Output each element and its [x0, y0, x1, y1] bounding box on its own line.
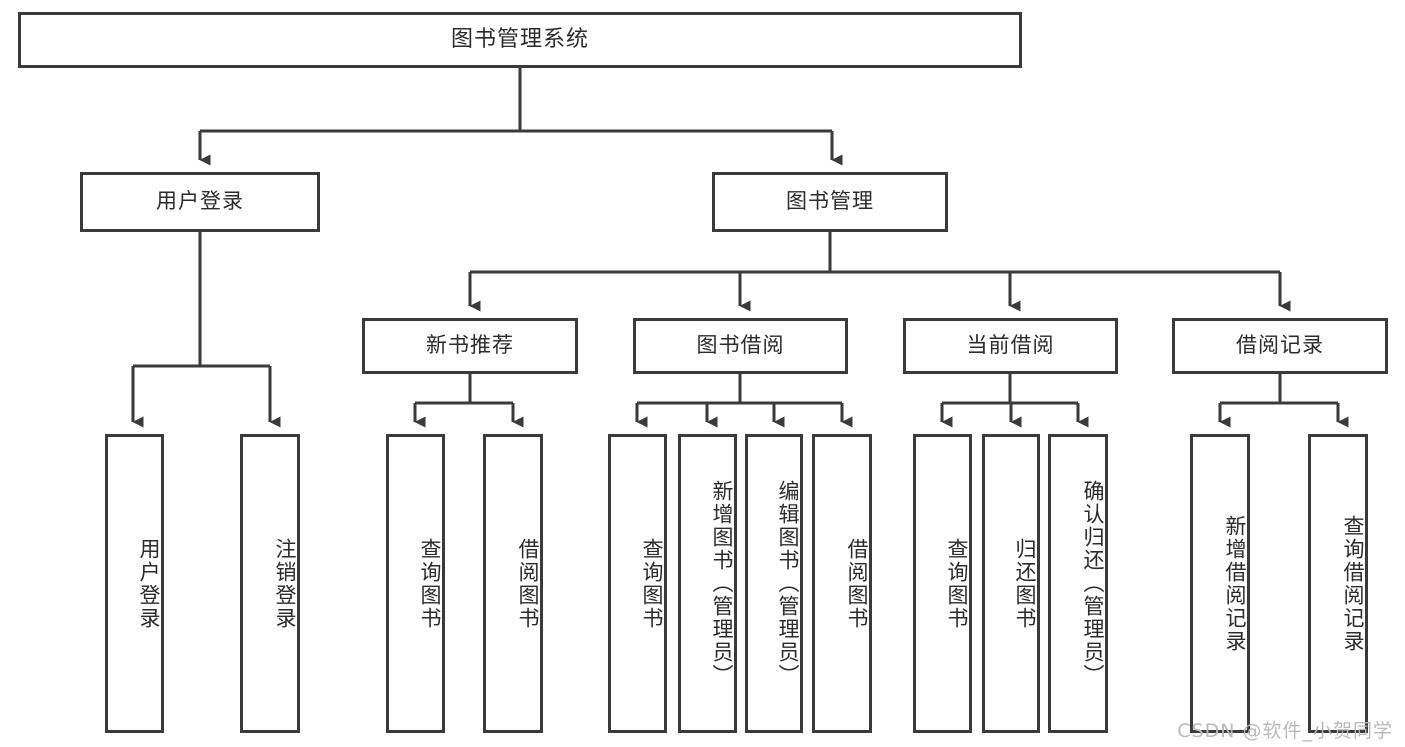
- leaf-borrow-book-recommend[interactable]: 借阅图书: [483, 434, 543, 733]
- node-new-book-recommend[interactable]: 新书推荐: [362, 318, 578, 374]
- node-label: 新增借阅记录: [1223, 514, 1247, 653]
- leaf-query-book-current[interactable]: 查询图书: [913, 434, 972, 733]
- watermark-text: CSDN @软件_小贺同学: [1177, 720, 1393, 742]
- node-label: 图书管理: [786, 189, 874, 214]
- node-label: 查询借阅记录: [1341, 514, 1365, 653]
- node-label: 借阅图书: [516, 537, 540, 630]
- leaf-borrow-book[interactable]: 借阅图书: [812, 434, 872, 733]
- node-label: 图书借阅: [696, 333, 785, 358]
- node-user-login[interactable]: 用户登录: [80, 172, 320, 232]
- node-label: 用户登录: [156, 189, 244, 214]
- node-current-borrow[interactable]: 当前借阅: [903, 318, 1118, 374]
- leaf-logout[interactable]: 注销登录: [240, 434, 300, 733]
- leaf-edit-book-admin[interactable]: 编辑图书（管理员）: [745, 434, 803, 733]
- node-label: 借阅记录: [1236, 333, 1324, 358]
- leaf-add-book-admin[interactable]: 新增图书（管理员）: [678, 434, 737, 733]
- node-label: 图书管理系统: [450, 26, 589, 52]
- leaf-query-borrow-record[interactable]: 查询借阅记录: [1308, 434, 1368, 733]
- node-label: 查询图书: [945, 537, 969, 630]
- node-label: 新书推荐: [426, 333, 514, 358]
- leaf-confirm-return-admin[interactable]: 确认归还（管理员）: [1048, 434, 1108, 733]
- node-borrow-record[interactable]: 借阅记录: [1172, 318, 1388, 374]
- node-label: 新增图书（管理员）: [710, 480, 734, 687]
- node-root-system[interactable]: 图书管理系统: [18, 12, 1022, 68]
- leaf-query-book-borrow[interactable]: 查询图书: [608, 434, 667, 733]
- leaf-add-borrow-record[interactable]: 新增借阅记录: [1190, 434, 1250, 733]
- leaf-query-book-recommend[interactable]: 查询图书: [386, 434, 445, 733]
- node-book-borrow[interactable]: 图书借阅: [633, 318, 848, 374]
- node-book-management[interactable]: 图书管理: [712, 172, 948, 232]
- leaf-user-login[interactable]: 用户登录: [105, 434, 164, 733]
- node-label: 确认归还（管理员）: [1081, 480, 1105, 687]
- node-label: 借阅图书: [845, 537, 869, 630]
- node-label: 查询图书: [640, 537, 664, 630]
- leaf-return-book[interactable]: 归还图书: [982, 434, 1040, 733]
- node-label: 用户登录: [137, 537, 161, 630]
- node-label: 编辑图书（管理员）: [776, 480, 800, 687]
- node-label: 查询图书: [418, 537, 442, 630]
- node-label: 当前借阅: [966, 333, 1055, 358]
- node-label: 归还图书: [1013, 537, 1037, 630]
- node-label: 注销登录: [273, 537, 297, 630]
